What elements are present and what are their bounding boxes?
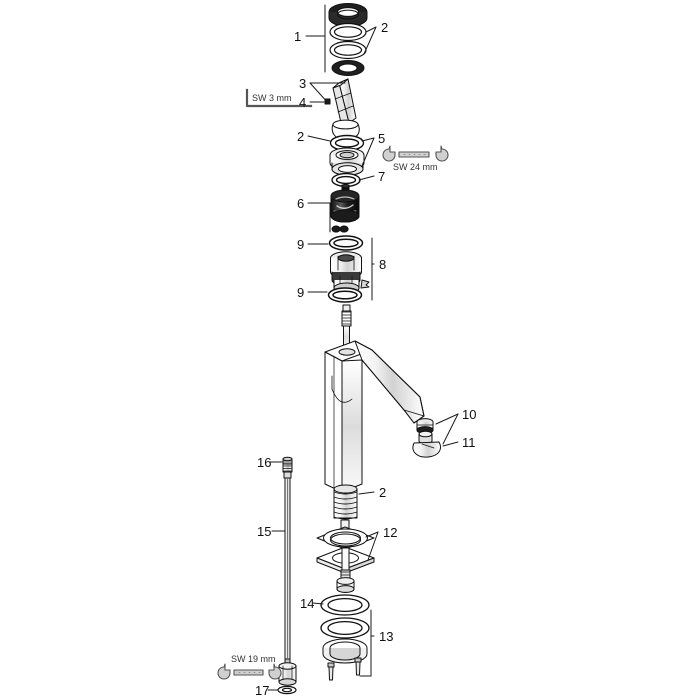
part-o-ring-2b: [329, 134, 365, 152]
callout-1: 1: [294, 29, 302, 44]
part-thread-collar: [333, 484, 358, 520]
callout-5: 5: [378, 131, 386, 146]
part-screw-right: [354, 657, 362, 676]
callout-6: 6: [297, 196, 305, 211]
tool-label-sw24: SW 24 mm: [393, 162, 438, 172]
callout-3: 3: [299, 76, 307, 91]
part-grub-screw: [324, 98, 331, 105]
part-o-ring-9b: [327, 287, 363, 303]
callout-17: 17: [255, 683, 270, 698]
part-aerator: [412, 430, 442, 458]
part-hose: [277, 456, 297, 695]
allen-key-icon: [245, 88, 313, 108]
part-cartridge-spindle: [330, 183, 360, 233]
callout-10: 10: [462, 407, 477, 422]
part-cap-nut: [329, 147, 365, 176]
part-base-gasket: [320, 594, 370, 616]
callout-16: 16: [257, 455, 272, 470]
callout-4: 4: [299, 95, 307, 110]
callout-2c: 2: [379, 485, 387, 500]
callout-9a: 9: [297, 237, 305, 252]
tool-label-sw19: SW 19 mm: [231, 654, 276, 664]
callout-11: 11: [462, 435, 476, 450]
part-mount-gasket: [316, 526, 375, 550]
part-screw-left: [327, 662, 335, 681]
leader-lines: [267, 4, 459, 691]
callout-12: 12: [383, 525, 398, 540]
part-stud-mid: [341, 547, 350, 571]
callout-15: 15: [257, 524, 272, 539]
part-cartridge: [330, 251, 370, 294]
part-faucet-body: [324, 340, 425, 493]
callout-14: 14: [300, 596, 315, 611]
part-washer-set: [320, 617, 370, 681]
part-stud-lower: [336, 569, 355, 593]
tool-label-sw3: SW 3 mm: [252, 93, 292, 103]
part-lever-handle: [331, 78, 360, 141]
callout-13: 13: [379, 629, 394, 644]
callout-7: 7: [378, 169, 386, 184]
wrench-icon-24: [382, 145, 449, 162]
callout-2a: 2: [381, 20, 389, 35]
part-spindle-shaft: [341, 304, 352, 349]
callout-9b: 9: [297, 285, 305, 300]
callout-2b: 2: [297, 129, 305, 144]
wrench-icon-19: [217, 663, 282, 680]
callout-8: 8: [379, 257, 387, 272]
part-group-1: [328, 3, 368, 76]
part-o-ring-9a: [328, 235, 364, 251]
